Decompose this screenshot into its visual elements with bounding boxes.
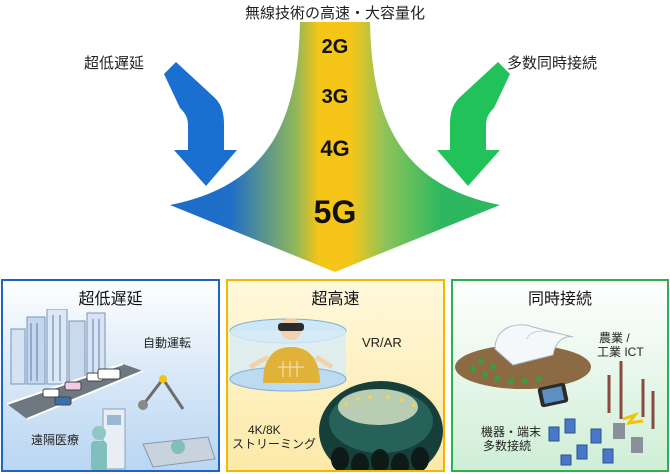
label-streaming-line1: 4K/8K [248, 423, 281, 437]
label-vr-ar: VR/AR [362, 335, 402, 350]
panel-low-latency: 超低遅延 [1, 279, 220, 472]
panel-title: 同時接続 [527, 291, 592, 308]
funnel-shape [170, 22, 500, 272]
high-speed-illustration [229, 318, 443, 470]
generation-3g: 3G [321, 86, 349, 108]
label-remote-medicine: 遠隔医療 [31, 433, 80, 447]
left-arrow [164, 62, 237, 186]
simultaneous-illustration [455, 324, 655, 466]
right-arrow [437, 62, 510, 186]
label-agriculture-line2: 工業 ICT [597, 345, 644, 359]
left-arrow-label: 超低遅延 [84, 55, 145, 72]
generation-4g: 4G [320, 136, 350, 161]
panel-title: 超低遅延 [78, 291, 143, 308]
label-autonomous-driving: 自動運転 [143, 336, 192, 350]
label-streaming-line2: ストリーミング [232, 437, 317, 451]
label-devices-line2: 多数接続 [483, 439, 532, 453]
funnel-graphic [170, 22, 500, 272]
generation-5g: 5G [313, 194, 357, 230]
label-devices-line1: 機器・端末 [481, 425, 542, 439]
panel-high-speed: 超高速 VR/AR 4K/8K ストリーミング [226, 279, 445, 472]
right-arrow-label: 多数同時接続 [507, 55, 598, 72]
generation-2g: 2G [321, 36, 349, 58]
label-agriculture-line1: 農業 / [599, 331, 630, 345]
diagram-title: 無線技術の高速・大容量化 [244, 5, 425, 22]
low-latency-illustration [6, 309, 216, 470]
panel-simultaneous: 同時接続 農業 / 工業 ICT [451, 279, 669, 472]
panel-title: 超高速 [311, 291, 360, 308]
